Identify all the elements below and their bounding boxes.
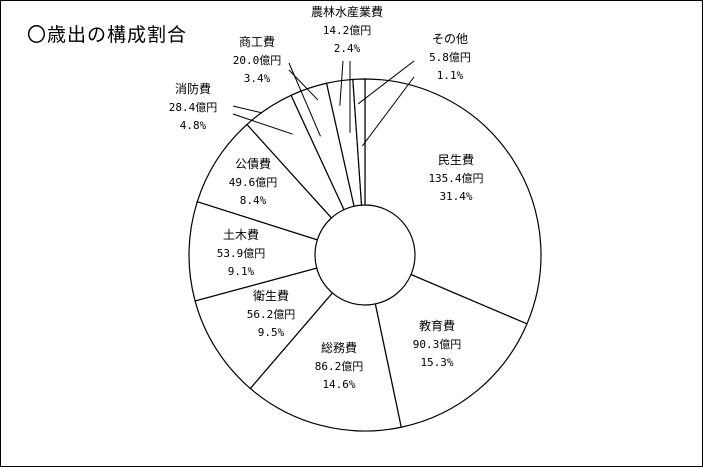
chart-title: 〇歳出の構成割合 [27, 24, 188, 46]
slice-label-percent: 8.4% [240, 194, 267, 207]
slice-label-9: 農林水産業費 14.2億円 2.4% [311, 4, 383, 55]
slice-label-10: その他 5.8億円 1.1% [429, 32, 471, 82]
pie-slice-3 [249, 292, 402, 432]
leader-line [232, 113, 293, 135]
slice-label-name: その他 [432, 32, 468, 46]
pie-slice-2 [374, 273, 528, 428]
slice-label-amount: 14.2億円 [323, 24, 372, 37]
slice-label-percent: 31.4% [439, 190, 472, 203]
slice-label-name: 消防費 [175, 81, 211, 96]
slice-label-name: 商工費 [239, 34, 275, 49]
slice-label-amount: 135.4億円 [428, 172, 483, 185]
slice-label-percent: 14.6% [322, 378, 355, 391]
slice-label-name: 民生費 [438, 152, 474, 167]
slice-label-name: 農林水産業費 [311, 4, 383, 19]
slice-label-1: 民生費 135.4億円 31.4% [428, 152, 483, 203]
slice-label-amount: 56.2億円 [247, 308, 296, 321]
pie-slice-5 [188, 200, 319, 302]
pie-slice-1 [364, 78, 542, 325]
slice-label-percent: 1.1% [437, 69, 464, 82]
slice-label-percent: 15.3% [420, 356, 453, 369]
slice-label-percent: 9.5% [258, 326, 285, 339]
slice-label-amount: 86.2億円 [315, 360, 364, 373]
slice-label-7: 消防費 28.4億円 4.8% [169, 81, 218, 132]
slice-label-8: 商工費 20.0億円 3.4% [233, 34, 282, 85]
slice-label-amount: 5.8億円 [429, 51, 471, 64]
leader-line [288, 69, 319, 101]
slice-label-amount: 49.6億円 [229, 176, 278, 189]
slice-label-amount: 53.9億円 [217, 247, 266, 260]
slice-label-name: 公債費 [235, 156, 271, 171]
slice-label-4: 衛生費 56.2億円 9.5% [247, 288, 296, 339]
leader-line [232, 105, 262, 114]
slice-label-3: 総務費 86.2億円 14.6% [315, 340, 364, 391]
slice-label-name: 土木費 [223, 227, 259, 242]
slice-label-percent: 4.8% [180, 119, 207, 132]
slice-label-amount: 90.3億円 [413, 338, 462, 351]
slice-label-amount: 20.0億円 [233, 54, 282, 67]
slice-label-amount: 28.4億円 [169, 101, 218, 114]
slice-label-2: 教育費 90.3億円 15.3% [413, 318, 462, 369]
slice-label-5: 土木費 53.9億円 9.1% [217, 227, 266, 278]
slice-label-percent: 9.1% [228, 265, 255, 278]
slice-label-name: 総務費 [321, 340, 357, 355]
slice-label-name: 教育費 [419, 318, 455, 333]
slice-label-name: 衛生費 [253, 288, 289, 303]
slice-label-percent: 3.4% [244, 72, 271, 85]
leader-line [339, 60, 344, 106]
pie-slice-10 [352, 78, 366, 206]
leader-line [357, 60, 415, 105]
slice-label-percent: 2.4% [334, 42, 361, 55]
leader-line [361, 76, 415, 147]
slice-label-6: 公債費 49.6億円 8.4% [229, 156, 278, 207]
